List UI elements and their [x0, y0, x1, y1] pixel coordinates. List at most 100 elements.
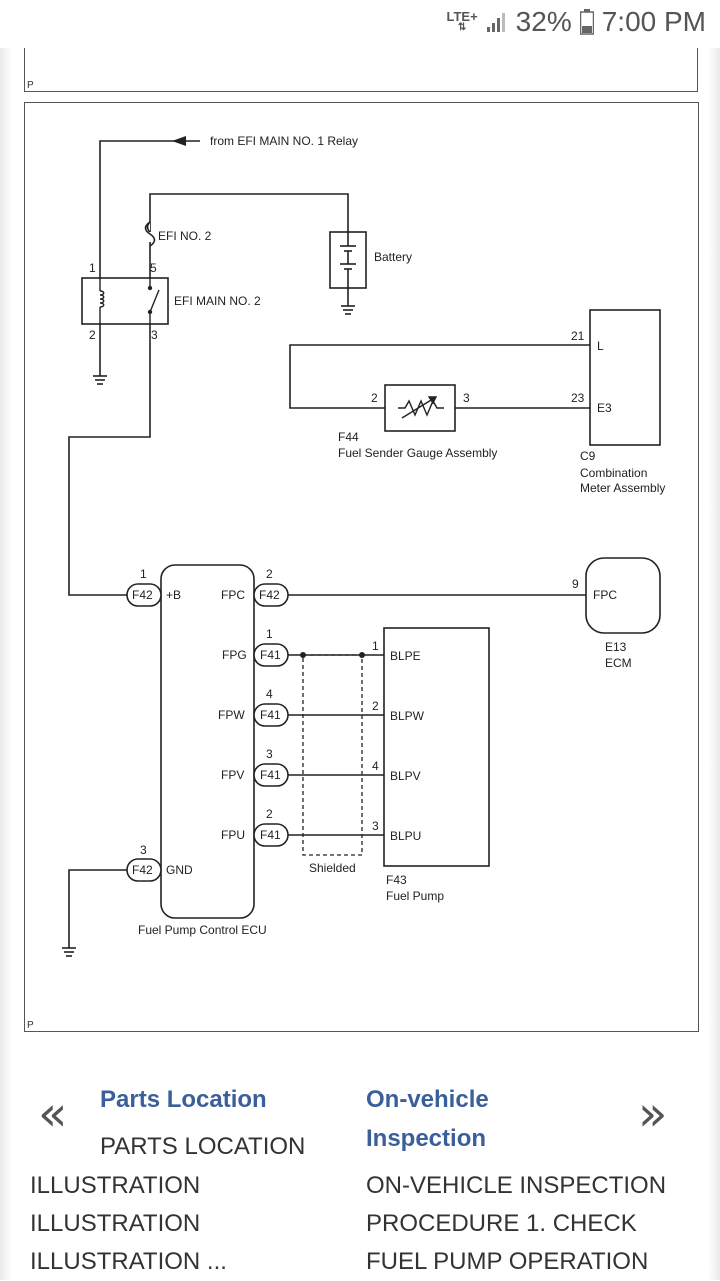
connector-f41-fpu	[253, 823, 289, 847]
prev-link-title[interactable]: Parts Location	[100, 1086, 267, 1113]
pump-pin: 3	[372, 819, 379, 833]
battery-cell-icon	[340, 232, 356, 288]
ecu-terminal: FPV	[221, 768, 244, 782]
network-label: LTE+	[446, 9, 478, 24]
next-link-title[interactable]: Inspection	[366, 1125, 487, 1152]
next-link-title[interactable]: On-vehicle	[366, 1086, 489, 1113]
next-link-desc[interactable]: ON-VEHICLE INSPECTION	[366, 1172, 667, 1199]
network-indicator: LTE+ ⇅	[446, 9, 478, 33]
ground-icon	[62, 947, 76, 957]
sender-pin: 3	[463, 391, 470, 405]
pump-pin: 4	[372, 759, 379, 773]
status-bar: LTE+ ⇅ 32% 7:00 PM	[0, 0, 720, 48]
page-marker-bottom: P	[27, 1020, 34, 1031]
ecm-code: E13	[605, 640, 627, 654]
prev-link-desc[interactable]: ILLUSTRATION ...	[30, 1248, 227, 1275]
pump-pin: 2	[372, 699, 379, 713]
fuse-label: EFI NO. 2	[158, 229, 212, 243]
connector-f42-b	[126, 583, 162, 607]
wire-gnd	[68, 869, 130, 948]
pump-terminal: BLPU	[390, 829, 421, 843]
pump-code: F43	[386, 873, 407, 887]
relay-coil-icon	[99, 278, 105, 324]
clock: 7:00 PM	[601, 6, 706, 37]
shield-label: Shielded	[309, 861, 356, 875]
page-navigation: « » Parts Location PARTS LOCATION ILLUST…	[0, 1070, 720, 1280]
meter-code: C9	[580, 449, 596, 463]
prev-link-desc[interactable]: PARTS LOCATION	[100, 1133, 306, 1160]
meter-name: Combination	[580, 466, 647, 480]
connector-f41-fpw	[253, 703, 289, 727]
data-arrows-icon: ⇅	[457, 22, 467, 33]
next-link-desc[interactable]: FUEL PUMP OPERATION	[366, 1248, 649, 1275]
junction-dot	[359, 652, 365, 658]
meter-name: Meter Assembly	[580, 481, 665, 495]
battery-label: Battery	[374, 250, 412, 264]
page-shadow-left	[0, 48, 12, 1280]
previous-figure-frame	[24, 48, 698, 92]
wire-meter-l	[289, 344, 590, 409]
connector-label: F42	[259, 588, 280, 602]
connector-label: F41	[260, 828, 281, 842]
arrow-icon	[172, 136, 186, 146]
junction-dot	[300, 652, 306, 658]
relay-source-label: from EFI MAIN NO. 1 Relay	[210, 134, 358, 148]
ecu-pin: 2	[266, 807, 273, 821]
next-link-desc[interactable]: PROCEDURE 1. CHECK	[366, 1210, 637, 1237]
pump-terminal: BLPV	[390, 769, 421, 783]
sender-name: Fuel Sender Gauge Assembly	[338, 446, 497, 460]
relay-box	[81, 277, 169, 325]
ecm-terminal: FPC	[593, 588, 617, 602]
prev-link-desc[interactable]: ILLUSTRATION	[30, 1172, 201, 1199]
connector-f41-fpg	[253, 643, 289, 667]
ecm-name: ECM	[605, 656, 632, 670]
pump-pin: 1	[372, 639, 379, 653]
double-chevron-right-icon[interactable]: »	[638, 1086, 668, 1142]
meter-pin: 23	[571, 391, 585, 405]
meter-terminal: E3	[597, 401, 612, 415]
relay-switch-icon	[147, 278, 160, 324]
connector-f42-fpc	[253, 583, 289, 607]
status-icons: LTE+ ⇅ 32% 7:00 PM	[446, 6, 706, 38]
shield-outline	[302, 654, 363, 856]
relay-label: EFI MAIN NO. 2	[174, 294, 261, 308]
sender-gauge-box	[384, 384, 456, 432]
ecu-terminal: FPC	[221, 588, 245, 602]
ground-icon	[93, 375, 107, 385]
variable-resistor-icon	[398, 396, 444, 419]
ecu-terminal: GND	[166, 863, 193, 877]
connector-label: F41	[260, 648, 281, 662]
ecu-pin: 3	[266, 747, 273, 761]
ecu-pin: 1	[140, 567, 147, 581]
ecu-terminal: FPG	[222, 648, 247, 662]
battery-icon	[579, 9, 594, 35]
ecu-pin: 1	[266, 627, 273, 641]
ecm-box	[585, 557, 661, 634]
ecu-pin: 3	[140, 843, 147, 857]
pump-name: Fuel Pump	[386, 889, 444, 903]
battery-percent: 32%	[515, 6, 572, 37]
double-chevron-left-icon[interactable]: «	[38, 1086, 68, 1142]
connector-label: F42	[132, 588, 153, 602]
combination-meter-box	[589, 309, 661, 446]
pump-terminal: BLPW	[390, 709, 425, 723]
meter-pin: 21	[571, 329, 585, 343]
ecu-terminal: +B	[166, 588, 181, 602]
ecu-terminal: FPW	[218, 708, 245, 722]
sender-code: F44	[338, 430, 359, 444]
ecm-pin: 9	[572, 577, 579, 591]
connector-label: F42	[132, 863, 153, 877]
wiring-diagram-frame	[24, 102, 699, 1032]
relay-pin: 5	[150, 261, 157, 275]
connector-label: F41	[260, 708, 281, 722]
connector-f42-gnd	[126, 858, 162, 882]
ecu-pin: 4	[266, 687, 273, 701]
wire-relay-feed	[99, 140, 200, 278]
connector-f41-fpv	[253, 763, 289, 787]
ground-icon	[341, 305, 355, 315]
page-shadow-right	[708, 48, 720, 1280]
meter-terminal: L	[597, 339, 604, 353]
wiring-diagram: from EFI MAIN NO. 1 Relay EFI NO. 2 Batt…	[62, 134, 665, 957]
sender-pin: 2	[371, 391, 378, 405]
prev-link-desc[interactable]: ILLUSTRATION	[30, 1210, 201, 1237]
